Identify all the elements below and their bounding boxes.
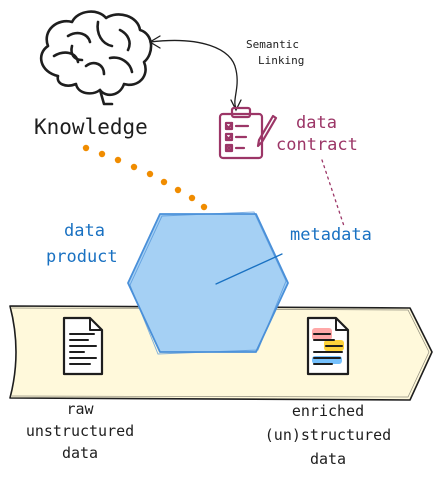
metadata-label: metadata [290,225,372,245]
data-contract-label-line2: contract [276,135,358,155]
knowledge-link-dots [82,144,208,211]
data-product-hexagon [127,211,289,355]
raw-data-label-line3: data [62,444,98,462]
enriched-data-label-line3: data [310,450,346,468]
clipboard-checklist-icon [218,106,278,160]
document-icon [62,316,104,376]
semantic-linking-label-line2: Linking [258,54,304,67]
enriched-data-label-line1: enriched [292,402,364,420]
data-contract-label-line1: data [296,113,337,133]
raw-data-label-line1: raw [66,400,94,418]
knowledge-label: Knowledge [34,115,148,139]
raw-data-label-line2: unstructured [26,422,134,440]
contract-metadata-connector [321,159,345,227]
highlighted-document-icon [306,316,350,376]
metadata-pointer-line [215,253,283,285]
enriched-data-label-line2: (un)structured [265,426,391,444]
brain-icon [39,10,153,106]
semantic-linking-label-line1: Semantic [246,38,299,51]
data-product-label-line2: product [46,247,118,267]
data-product-label-line1: data [64,221,105,241]
semantic-link-arrow [148,35,242,112]
